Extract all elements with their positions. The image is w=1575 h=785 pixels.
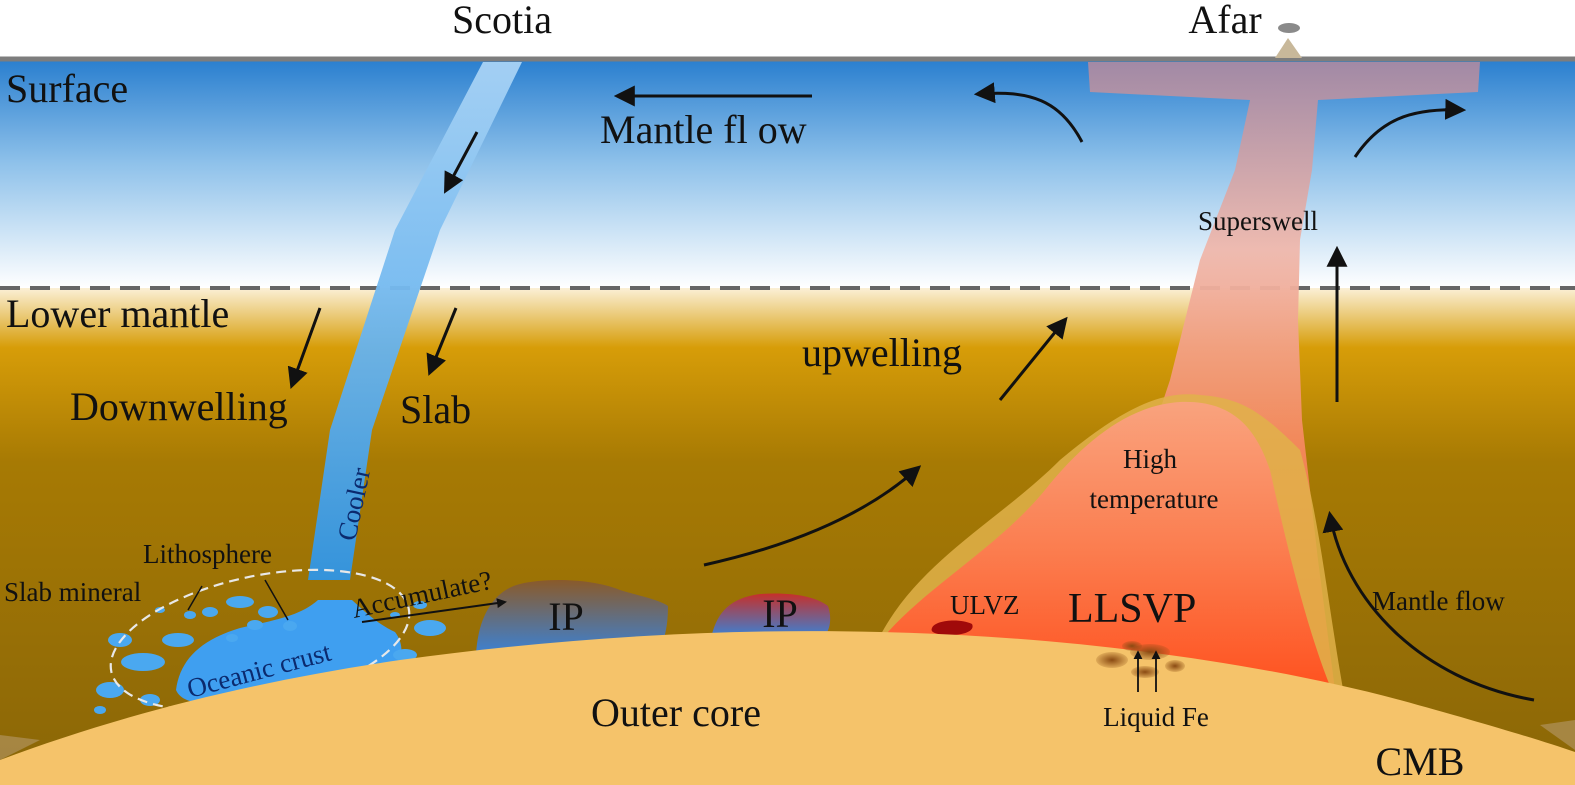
- liquid-fe-arrows: [1133, 650, 1161, 692]
- label-surface: Surface: [6, 66, 128, 111]
- label-slab-mineral: Slab mineral: [4, 577, 141, 607]
- label-mantle-flow-top: Mantle fl ow: [600, 107, 807, 152]
- volcano-icon: [1275, 38, 1302, 58]
- volcano-plume-icon: [1278, 23, 1300, 33]
- arrow-accumulate: [361, 598, 507, 623]
- flow-arrows: [287, 82, 1535, 702]
- label-upwelling: upwelling: [802, 330, 962, 375]
- cmb-shadow-left: [0, 735, 40, 760]
- arrow-afar-left: [973, 82, 1084, 143]
- label-lower-mantle: Lower mantle: [6, 291, 229, 336]
- label-mantle-flow-right: Mantle flow: [1372, 586, 1505, 616]
- cmb-shadow-right: [1540, 720, 1575, 750]
- arrow-afar-right: [1353, 98, 1467, 158]
- subducting-slab: [308, 62, 522, 580]
- lithosphere-leader-lines: [187, 579, 289, 621]
- label-liquid-fe: Liquid Fe: [1103, 702, 1209, 732]
- label-outer-core: Outer core: [591, 690, 761, 735]
- label-afar: Afar: [1188, 0, 1261, 42]
- ip-pile-1: [476, 580, 668, 655]
- label-ip-1: IP: [548, 594, 584, 639]
- sky-band: [0, 0, 1575, 58]
- label-superswell: Superswell: [1198, 206, 1318, 236]
- arrow-slab-lower: [426, 307, 458, 376]
- label-downwelling: Downwelling: [70, 384, 288, 429]
- label-scotia: Scotia: [452, 0, 552, 42]
- arrow-rising-curve: [703, 465, 922, 567]
- label-llsvp: LLSVP: [1068, 586, 1196, 632]
- label-high-temperature-2: temperature: [1090, 484, 1219, 514]
- arrow-upwelling: [998, 316, 1068, 401]
- label-lithosphere: Lithosphere: [143, 539, 272, 569]
- label-ip-2: IP: [762, 591, 798, 636]
- label-high-temperature-1: High: [1123, 444, 1178, 474]
- label-ulvz: ULVZ: [950, 590, 1020, 620]
- llsvp: [888, 401, 1335, 698]
- ip-pile-2: [712, 593, 831, 636]
- arrow-downwelling: [287, 307, 322, 389]
- label-slab: Slab: [400, 387, 471, 432]
- ulvz: [931, 620, 973, 636]
- label-cmb: CMB: [1376, 739, 1465, 784]
- arrow-slab-top: [444, 131, 479, 194]
- arrow-mantle-flow-right: [1322, 510, 1535, 702]
